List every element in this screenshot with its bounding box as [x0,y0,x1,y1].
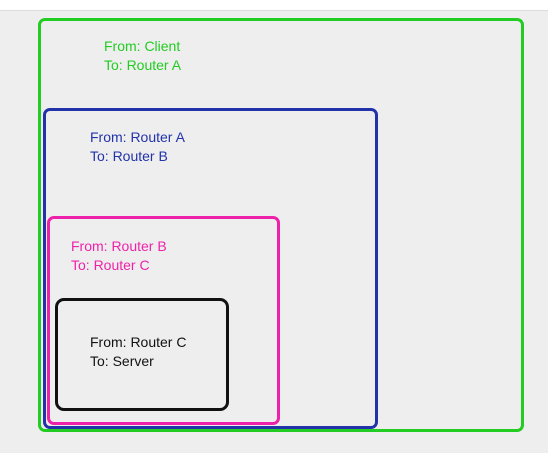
router-c-layer-from: From: Router C [90,334,187,350]
router-b-layer-from: From: Router B [71,238,167,254]
client-layer-label: From: Client To: Router A [104,37,181,75]
router-a-layer-box [43,108,378,429]
router-b-layer-box [47,216,280,425]
router-a-layer-from: From: Router A [90,129,185,145]
router-c-layer-label: From: Router C To: Server [90,333,186,371]
router-b-layer-label: From: Router B To: Router C [71,237,167,275]
client-layer-from: From: Client [104,38,181,54]
diagram-canvas: From: Client To: Router A From: Router A… [0,10,548,453]
router-c-layer-to: To: Server [90,353,154,369]
client-layer-to: To: Router A [104,57,182,73]
client-layer-box [38,18,524,432]
router-b-layer-to: To: Router C [71,257,150,273]
router-c-layer-box [55,298,229,411]
router-a-layer-to: To: Router B [90,148,168,164]
router-a-layer-label: From: Router A To: Router B [90,128,185,166]
